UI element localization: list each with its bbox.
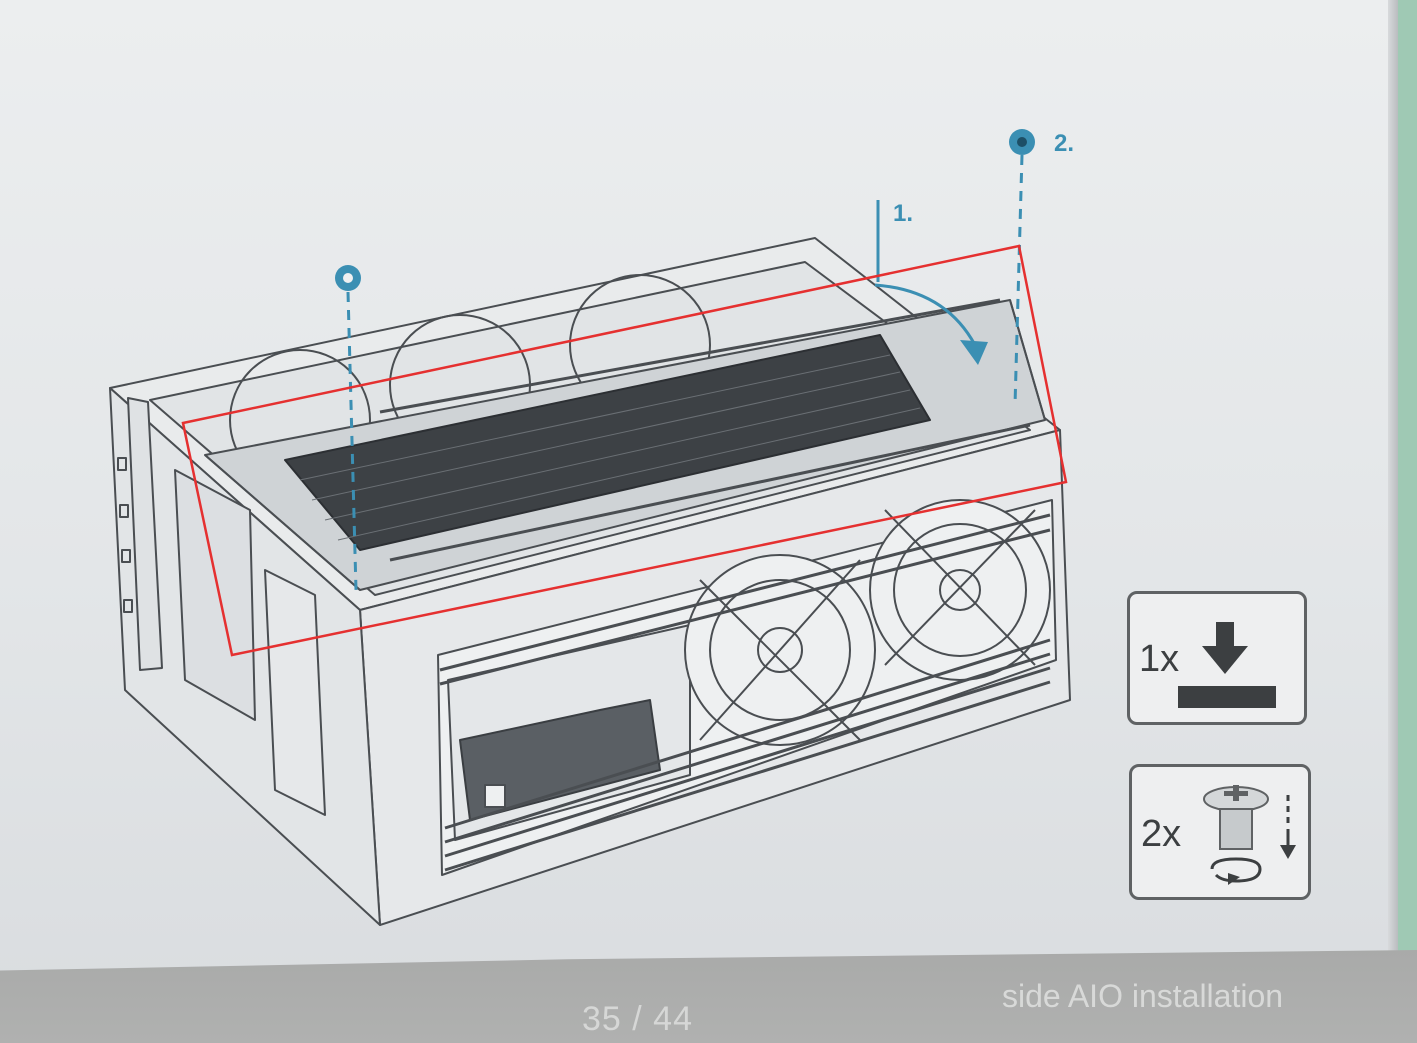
radiator-mesh <box>284 334 931 551</box>
parts-box-screws: 2x <box>1129 764 1311 900</box>
page-number: 35 / 44 <box>582 1000 693 1038</box>
install-down-arrow-icon <box>1178 622 1276 708</box>
screw-marker-right <box>1009 129 1035 155</box>
psu-grille <box>459 699 661 821</box>
step-1-rotate-arrow <box>874 283 977 346</box>
screw-marker-left <box>335 265 361 291</box>
screw-guide-right <box>1013 154 1024 406</box>
parts-quantity-2: 2x <box>1141 813 1182 855</box>
parts-quantity-1: 1x <box>1139 638 1180 680</box>
screw-guide-left <box>346 291 358 591</box>
parts-box-install: 1x <box>1127 591 1307 725</box>
step-1-arrowhead <box>960 340 988 365</box>
step-2-label: 2. <box>1054 130 1075 157</box>
highlight-box <box>181 244 1068 657</box>
step-1-label: 1. <box>893 200 914 227</box>
section-title: side AIO installation <box>1002 978 1284 1014</box>
page-edge <box>1388 0 1398 1043</box>
screw-icon <box>1203 785 1296 885</box>
